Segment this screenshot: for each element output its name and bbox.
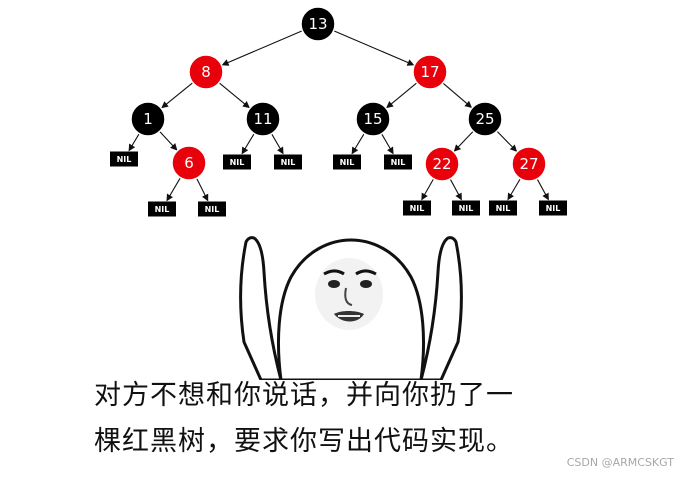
nil-leaf: NIL	[539, 200, 567, 216]
node-label: 15	[363, 110, 382, 128]
tree-edge	[166, 177, 181, 202]
nil-label: NIL	[340, 158, 355, 167]
tree-edge	[351, 133, 365, 155]
nil-label: NIL	[205, 205, 220, 214]
tree-edge	[421, 178, 435, 201]
nil-label: NIL	[459, 204, 474, 213]
tree-edge	[218, 82, 250, 109]
nil-leaf: NIL	[198, 201, 226, 217]
tree-edge	[496, 130, 518, 152]
tree-node-6: 6	[171, 145, 207, 181]
nil-label: NIL	[496, 204, 511, 213]
tree-edge	[161, 82, 194, 109]
tree-edge	[271, 133, 284, 155]
tree-edge	[221, 30, 303, 66]
tree-edge	[386, 82, 418, 109]
nil-label: NIL	[117, 155, 132, 164]
nil-leaf: NIL	[223, 154, 251, 170]
nil-box	[148, 201, 176, 217]
node-circle-red	[424, 146, 460, 182]
node-label: 11	[253, 110, 272, 128]
tree-edge	[196, 177, 209, 202]
node-circle-red	[511, 146, 547, 182]
tree-node-17: 17	[412, 54, 448, 90]
tree-edge	[159, 131, 178, 151]
node-circle-red	[412, 54, 448, 90]
tree-node-15: 15	[355, 101, 391, 137]
nil-box	[403, 200, 431, 216]
nil-leaf: NIL	[384, 154, 412, 170]
node-label: 27	[519, 155, 538, 173]
nil-leaf: NIL	[274, 154, 302, 170]
nil-label: NIL	[155, 205, 170, 214]
tree-edge	[241, 133, 255, 155]
node-circle-red	[171, 145, 207, 181]
nil-box	[539, 200, 567, 216]
nil-label: NIL	[391, 158, 406, 167]
node-label: 22	[432, 155, 451, 173]
nil-label: NIL	[410, 204, 425, 213]
raised-arms-face-meme	[239, 236, 463, 380]
nil-label: NIL	[546, 204, 561, 213]
node-label: 8	[201, 63, 211, 81]
nil-label: NIL	[230, 158, 245, 167]
nil-box	[333, 154, 361, 170]
tree-node-22: 22	[424, 146, 460, 182]
node-circle-black	[130, 101, 166, 137]
tree-node-11: 11	[245, 101, 281, 137]
nil-leaf: NIL	[489, 200, 517, 216]
tree-edge	[128, 133, 140, 152]
tree-edge	[381, 133, 394, 155]
node-circle-red	[188, 54, 224, 90]
node-label: 1	[143, 110, 153, 128]
nil-box	[274, 154, 302, 170]
tree-edge	[536, 178, 549, 201]
tree-node-13: 13	[300, 6, 336, 42]
node-circle-black	[467, 101, 503, 137]
tree-edge	[449, 178, 462, 201]
tree-node-8: 8	[188, 54, 224, 90]
watermark: CSDN @ARMCSKGT	[566, 456, 674, 469]
node-circle-black	[245, 101, 281, 137]
nil-box	[198, 201, 226, 217]
nil-box	[452, 200, 480, 216]
nil-leaf: NIL	[403, 200, 431, 216]
nil-box	[489, 200, 517, 216]
nil-leaf: NIL	[148, 201, 176, 217]
tree-node-1: 1	[130, 101, 166, 137]
nil-box	[384, 154, 412, 170]
tree-node-27: 27	[511, 146, 547, 182]
tree-node-25: 25	[467, 101, 503, 137]
nil-box	[223, 154, 251, 170]
nil-label: NIL	[281, 158, 296, 167]
nil-leaf: NIL	[452, 200, 480, 216]
node-label: 17	[420, 63, 439, 81]
caption-line-2: 棵红黑树，要求你写出代码实现。	[94, 426, 514, 457]
node-circle-black	[300, 6, 336, 42]
nil-leaf: NIL	[110, 151, 138, 167]
node-label: 25	[475, 110, 494, 128]
caption-line-1: 对方不想和你说话，并向你扔了一	[94, 380, 514, 411]
nil-box	[110, 151, 138, 167]
tree-edge	[333, 30, 415, 66]
nil-leaf: NIL	[333, 154, 361, 170]
node-circle-black	[355, 101, 391, 137]
tree-edge	[507, 178, 521, 201]
node-label: 6	[184, 154, 194, 172]
tree-edge	[453, 130, 474, 152]
node-label: 13	[308, 15, 327, 33]
tree-edge	[442, 82, 473, 108]
